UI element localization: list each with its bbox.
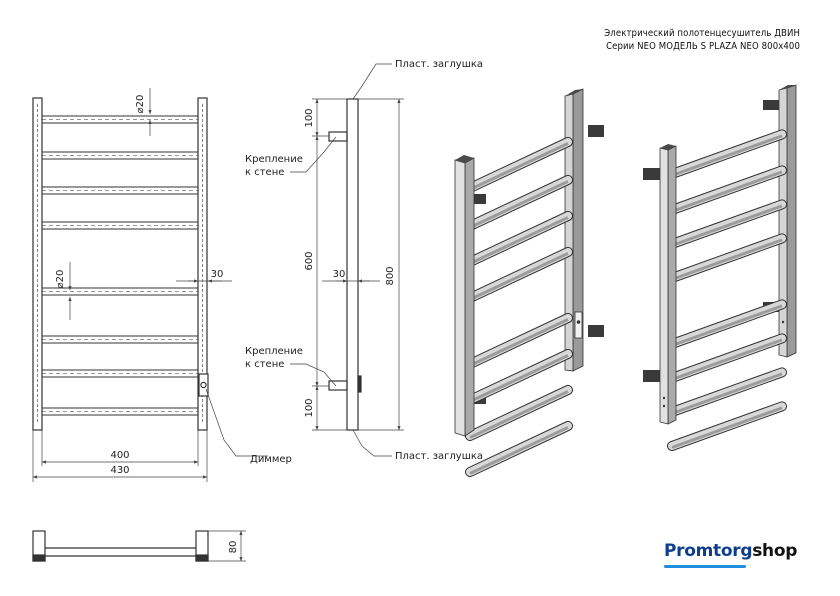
label-mount-top-2: к стене	[245, 167, 284, 178]
label-plug-bottom: Пласт. заглушка	[395, 451, 483, 462]
dim-width-400: 400	[110, 450, 129, 461]
right-post	[197, 97, 208, 431]
dim-side-800: 800	[385, 266, 396, 285]
dim-width-430: 430	[110, 465, 129, 476]
iso-rung	[465, 312, 573, 369]
front-rung	[42, 287, 198, 296]
logo-part-2: shop	[752, 541, 798, 561]
iso-rung	[465, 420, 573, 477]
iso-rung	[667, 401, 787, 451]
logo-part-1: Promtorg	[664, 541, 753, 561]
isometric-view-front	[454, 88, 604, 477]
dim-rail-offset: 30	[211, 269, 224, 280]
left-post	[32, 97, 43, 431]
dim-d20-top: ⌀20	[135, 95, 146, 114]
dimmer-box	[198, 373, 209, 397]
label-plug-top: Пласт. заглушка	[395, 59, 483, 70]
isometric-2-rungs	[667, 129, 787, 451]
front-rungs	[42, 115, 198, 416]
front-rung	[42, 151, 198, 160]
dim-depth-80: 80	[228, 541, 239, 554]
isometric-1-rungs	[465, 136, 573, 477]
iso-rung	[465, 136, 573, 193]
dim-side-600: 600	[304, 251, 315, 270]
dim-side-100-top: 100	[304, 108, 315, 127]
iso-rung	[667, 199, 787, 249]
iso-rung	[465, 384, 573, 441]
iso-rung	[465, 210, 573, 267]
iso-rung	[465, 348, 573, 405]
isometric-view-back	[643, 84, 797, 451]
dimmer-box-3d	[574, 311, 583, 339]
label-mount-top-1: Крепление	[245, 154, 303, 165]
dim-d20-mid: ⌀20	[55, 270, 66, 289]
front-rung	[42, 335, 198, 344]
front-rung	[42, 369, 198, 378]
side-post	[346, 98, 359, 431]
dim-side-100-bottom: 100	[304, 398, 315, 417]
drawing-title-line-2: Серии NEO МОДЕЛЬ S PLAZA NEO 800х400	[606, 41, 800, 52]
wall-mount-bottom	[328, 380, 348, 391]
label-dimmer: Диммер	[250, 454, 292, 465]
front-rung	[42, 407, 198, 416]
front-view	[32, 97, 209, 431]
iso-rung	[465, 174, 573, 231]
drawing-title-line-1: Электрический полотенцесушитель ДВИН	[604, 28, 800, 39]
dim-side-30: 30	[333, 269, 346, 280]
front-rung	[42, 221, 198, 230]
iso-rung	[667, 233, 787, 283]
wall-mount-top	[328, 131, 348, 142]
iso-rung	[465, 246, 573, 303]
front-rung	[42, 115, 198, 124]
iso-rung	[667, 165, 787, 215]
side-view	[328, 98, 362, 431]
front-rung	[42, 186, 198, 195]
logo-underline	[664, 565, 746, 568]
iso-rung	[667, 129, 787, 179]
top-view	[32, 530, 209, 562]
iso-rung	[667, 333, 787, 383]
promtorgshop-logo: Promtorgshop	[664, 541, 797, 561]
label-mount-bottom-1: Крепление	[245, 346, 303, 357]
iso-rung	[667, 367, 787, 417]
label-mount-bottom-2: к стене	[245, 359, 284, 370]
iso-rung	[667, 299, 787, 349]
